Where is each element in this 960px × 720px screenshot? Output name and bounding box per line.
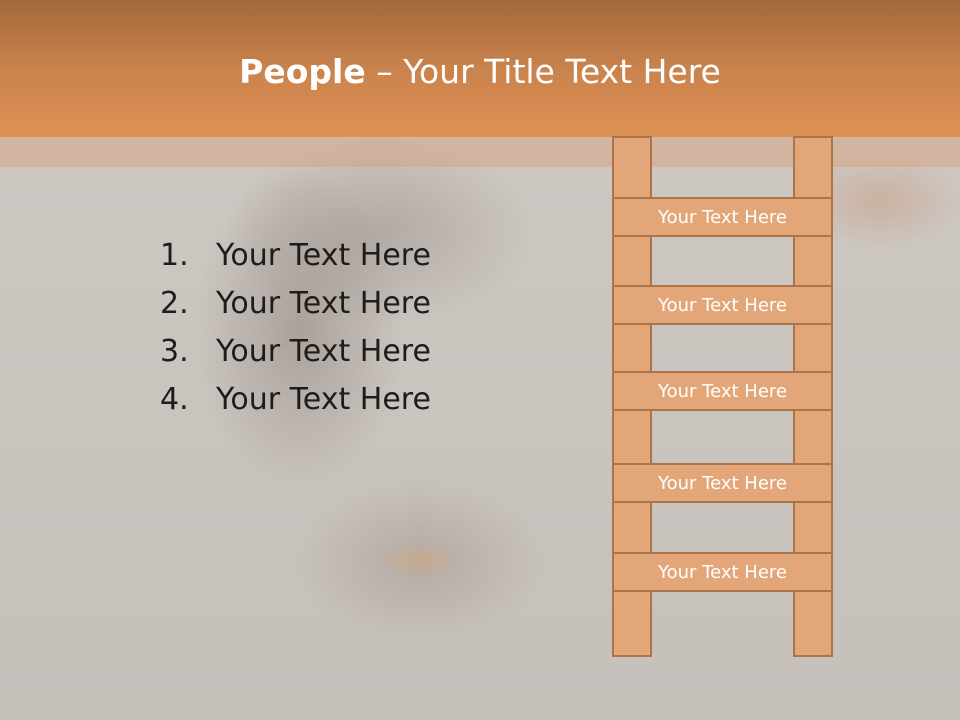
list-item-number: 3. — [160, 334, 189, 369]
ladder-graphic: Your Text Here Your Text Here Your Text … — [612, 136, 833, 657]
slide-title-bold: People — [239, 52, 366, 91]
title-bar — [0, 0, 960, 137]
list-item-text: Your Text Here — [216, 334, 431, 369]
list-item-number: 4. — [160, 382, 189, 417]
slide-title-rest: – Your Title Text Here — [365, 52, 721, 91]
list-item-text: Your Text Here — [216, 382, 431, 417]
slide-title: People – Your Title Text Here — [0, 52, 960, 91]
ladder-step: Your Text Here — [612, 285, 833, 325]
ladder-step: Your Text Here — [612, 463, 833, 503]
list-item-text: Your Text Here — [216, 286, 431, 321]
background-photo-detail — [360, 520, 490, 600]
list-item: 4. Your Text Here — [160, 376, 431, 424]
ladder-step: Your Text Here — [612, 552, 833, 592]
list-item-text: Your Text Here — [216, 238, 431, 273]
list-item-number: 2. — [160, 286, 189, 321]
ladder-step: Your Text Here — [612, 371, 833, 411]
list-item: 2. Your Text Here — [160, 280, 431, 328]
list-item-number: 1. — [160, 238, 189, 273]
list-item: 3. Your Text Here — [160, 328, 431, 376]
ladder-step: Your Text Here — [612, 197, 833, 237]
numbered-list: 1. Your Text Here 2. Your Text Here 3. Your… — [160, 232, 431, 424]
list-item: 1. Your Text Here — [160, 232, 431, 280]
